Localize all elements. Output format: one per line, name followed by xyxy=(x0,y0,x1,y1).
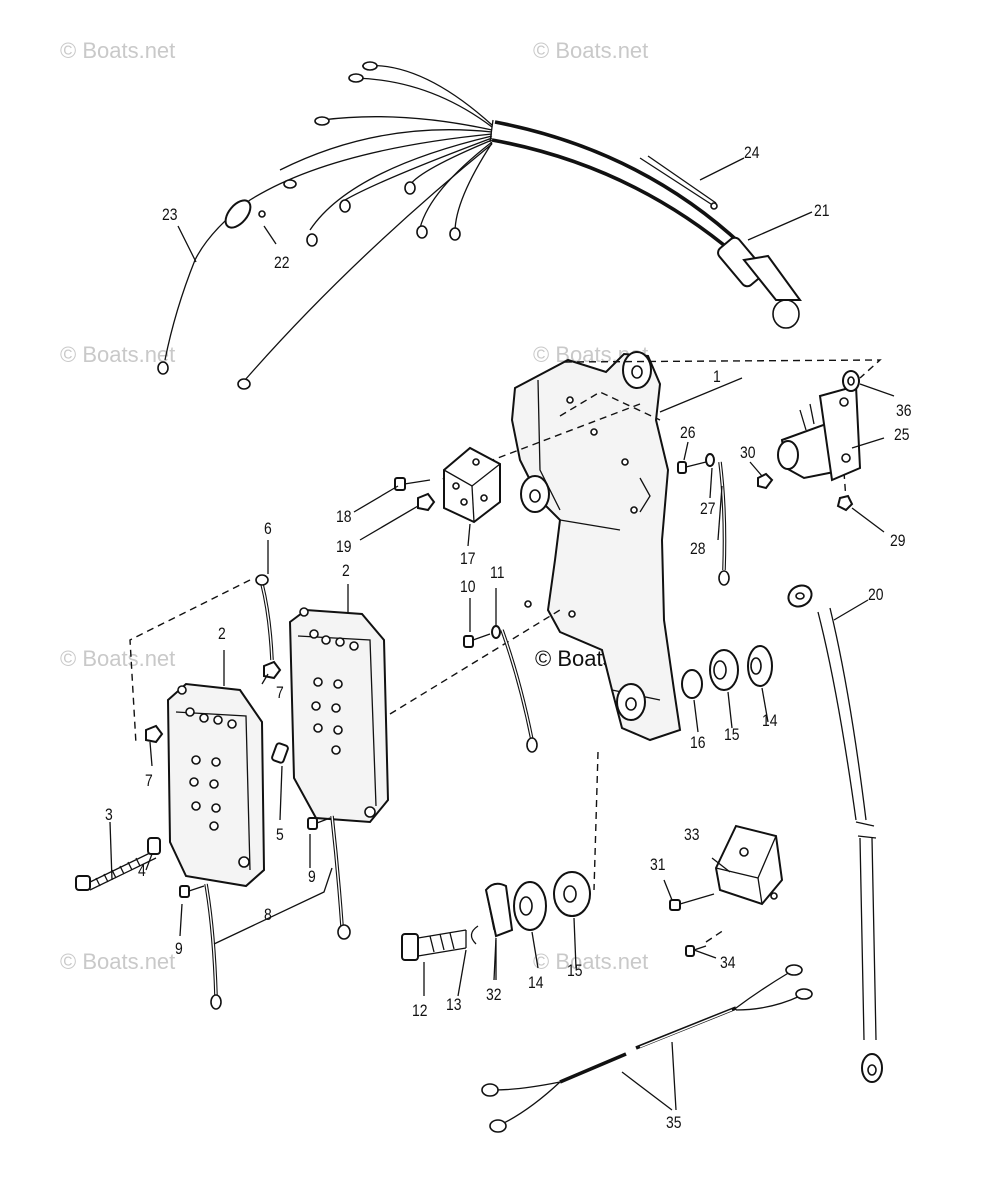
callout-6: 6 xyxy=(264,519,272,538)
callout-33: 33 xyxy=(684,825,700,844)
callout-30: 30 xyxy=(740,443,756,462)
watermark: © Boats.net xyxy=(60,38,176,63)
battery-cable xyxy=(787,584,883,1083)
callout-14: 14 xyxy=(528,973,544,992)
callout-36: 36 xyxy=(896,401,912,420)
sleeve xyxy=(639,157,715,207)
callout-16: 16 xyxy=(690,733,706,752)
callout-15: 15 xyxy=(724,725,740,744)
callout-20: 20 xyxy=(868,585,884,604)
callout-9: 9 xyxy=(308,867,316,886)
callout-27: 27 xyxy=(700,499,716,518)
callout-5: 5 xyxy=(276,825,284,844)
callout-14: 14 xyxy=(762,711,778,730)
callout-21: 21 xyxy=(814,201,830,220)
rectifier xyxy=(714,824,784,906)
callout-24: 24 xyxy=(744,143,760,162)
callout-31: 31 xyxy=(650,855,666,874)
bolt-stack xyxy=(401,871,591,961)
callout-7: 7 xyxy=(145,771,153,790)
module-17 xyxy=(443,446,501,524)
callout-32: 32 xyxy=(486,985,502,1004)
watermark: © Boats.net xyxy=(533,949,649,974)
callout-13: 13 xyxy=(446,995,462,1014)
callout-10: 10 xyxy=(460,577,476,596)
callout-26: 26 xyxy=(680,423,696,442)
callout-7: 7 xyxy=(276,683,284,702)
rubber-mount-stack xyxy=(681,645,773,699)
wiring-harness-35 xyxy=(481,964,813,1133)
callout-23: 23 xyxy=(162,205,178,224)
starter-solenoid xyxy=(777,384,862,482)
callout-2: 2 xyxy=(218,624,226,643)
callout-2: 2 xyxy=(342,561,350,580)
callout-29: 29 xyxy=(890,531,906,550)
callout-12: 12 xyxy=(412,1001,428,1020)
callout-19: 19 xyxy=(336,537,352,556)
callout-25: 25 xyxy=(894,425,910,444)
switch-box-left xyxy=(166,682,266,888)
callout-1: 1 xyxy=(713,367,721,386)
callout-15: 15 xyxy=(567,961,583,980)
callout-4: 4 xyxy=(138,861,146,880)
callout-11: 11 xyxy=(490,563,505,582)
callout-17: 17 xyxy=(460,549,476,568)
watermark: © Boats.net xyxy=(533,38,649,63)
callout-28: 28 xyxy=(690,539,706,558)
callout-9: 9 xyxy=(175,939,183,958)
watermark: © Boats.net xyxy=(60,646,176,671)
wiring-harness xyxy=(157,61,802,390)
callout-3: 3 xyxy=(105,805,113,824)
callout-34: 34 xyxy=(720,953,736,972)
mounting-bracket xyxy=(510,351,682,742)
leader-lines xyxy=(109,157,895,1111)
callout-18: 18 xyxy=(336,507,352,526)
callout-8: 8 xyxy=(264,905,272,924)
watermark: © Boats.net xyxy=(60,342,176,367)
callout-22: 22 xyxy=(274,253,290,272)
callout-35: 35 xyxy=(666,1113,682,1132)
switch-box-right xyxy=(288,607,390,824)
watermark: © Boats.net xyxy=(60,949,176,974)
